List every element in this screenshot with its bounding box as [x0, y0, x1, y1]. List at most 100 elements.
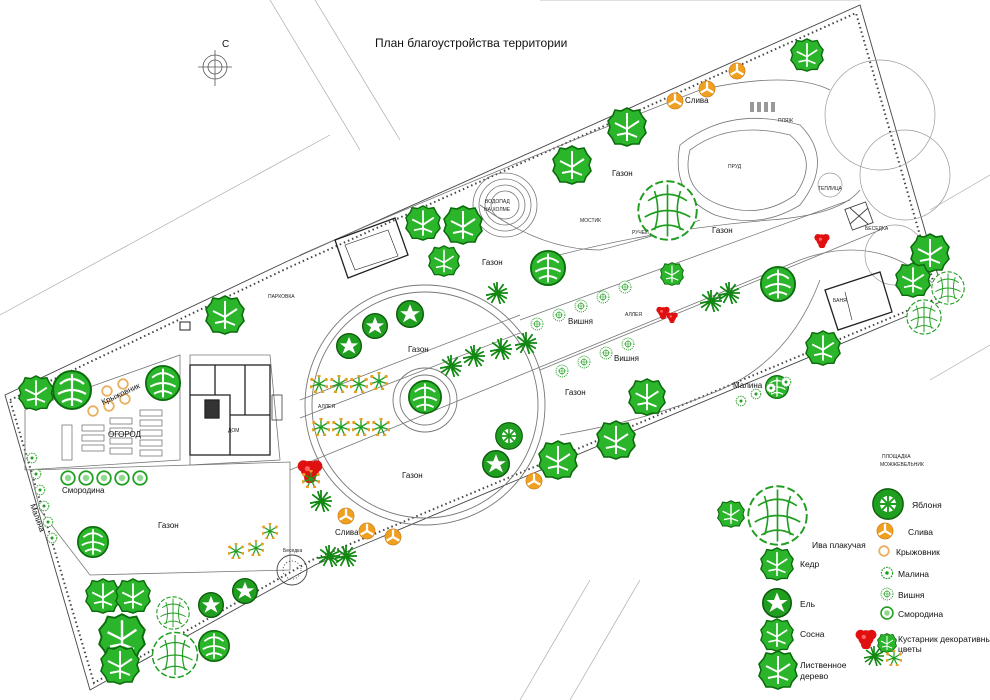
tree-icon [530, 250, 566, 286]
tree-icon [232, 578, 258, 604]
spruce-icon [762, 588, 792, 618]
parking-box [179, 321, 191, 331]
flower-bush-icon [228, 543, 244, 559]
shrub-icon [877, 633, 897, 653]
flower-icon [814, 234, 830, 248]
legend-gooseberry: Крыжовник [896, 547, 940, 557]
tree-icon [408, 380, 442, 414]
parking-label: ПАРКОВКА [268, 294, 295, 300]
tree-icon [362, 313, 388, 339]
bridge-label: МОСТИК [580, 218, 601, 224]
house-label: ДОМ [228, 428, 239, 434]
legend-pine: Сосна [800, 629, 825, 639]
apple-icon [872, 488, 904, 520]
currant-icon [60, 470, 76, 486]
tree-icon [151, 631, 199, 679]
legend: Ива плакучая Кедр Ель Сосна Лиственное д… [717, 485, 990, 690]
currant-icon [96, 470, 112, 486]
beach-label: ПЛЯЖ [778, 118, 793, 124]
pine-icon [760, 618, 794, 652]
lawn-label: Газон [402, 471, 423, 480]
tree-icon [805, 330, 841, 366]
alley-label: АЛЛЕЯ [625, 312, 642, 318]
banya-label: БАНЯ [833, 298, 847, 304]
plum-icon [337, 507, 355, 525]
garden-label: ОГОРОД [108, 430, 142, 439]
raspberry-icon [46, 532, 58, 544]
palm-icon [310, 490, 332, 512]
flower-bush-icon [352, 418, 370, 436]
tree-icon [145, 365, 181, 401]
tree-icon [428, 245, 460, 277]
legend-plum: Слива [908, 527, 933, 537]
currant-bushes [60, 470, 148, 486]
palm-icon [486, 282, 508, 304]
gazebo-square [844, 201, 874, 231]
greenhouse [334, 217, 409, 279]
cherry-icon [530, 317, 544, 331]
palm-icon [515, 332, 537, 354]
legend-currant: Смородина [898, 609, 943, 619]
cherry-icon [577, 355, 591, 369]
house [189, 364, 283, 456]
tree-icon [660, 262, 684, 286]
plum-icon [698, 80, 716, 98]
garden-beds [61, 409, 163, 461]
decorative-plants [228, 282, 740, 567]
cherry-icon [880, 587, 894, 601]
currant-icon [114, 470, 130, 486]
plum-icon [525, 472, 543, 490]
flower-icon [666, 312, 678, 323]
legend-raspberry: Малина [898, 569, 929, 579]
banya [824, 271, 893, 331]
flower-bush-icon [262, 523, 278, 539]
cherry-icon [596, 290, 610, 304]
raspberry-icon [30, 468, 42, 480]
compass-icon [198, 50, 232, 86]
plum-icon [876, 522, 894, 540]
beach-loungers [750, 102, 775, 112]
raspberry-icon [34, 484, 46, 496]
cherry-icon [574, 299, 588, 313]
tree-icon [198, 630, 230, 662]
juniper-label: МОЖЖЕВЕЛЬНИК [880, 462, 924, 468]
waterfall-label-2: НА ХОЛМЕ [484, 207, 511, 213]
cherry-icon [618, 280, 632, 294]
north-label: С [222, 39, 229, 50]
tree-icon [790, 38, 824, 72]
tree-icon [77, 526, 109, 558]
tree-icon [396, 300, 424, 328]
flower-bush-icon [248, 540, 264, 556]
gooseberry-icon [878, 545, 890, 557]
gazebo-small-label: Беседка [283, 548, 302, 554]
cherry-icon [621, 337, 635, 351]
greenhouse-label: ТЕПЛИЦА [818, 186, 843, 192]
raspberry-icon [38, 500, 50, 512]
lawn-label: Газон [408, 345, 429, 354]
currant-label: Смородина [62, 486, 105, 495]
cherry-icon [552, 308, 566, 322]
flower-bush-icon [372, 418, 390, 436]
currant-icon [880, 606, 894, 620]
plum-icon [666, 92, 684, 110]
willow-leafy-icon [717, 500, 745, 528]
flower-bush-icon [350, 375, 368, 393]
cherry-icon [555, 364, 569, 378]
legend-shrub: Кустарник декоративный, [898, 634, 990, 644]
tree-icon [596, 420, 636, 460]
legend-cedar: Кедр [800, 559, 819, 569]
cherry-icon [599, 346, 613, 360]
stream-label: РУЧЕЙ [632, 228, 649, 236]
legend-deciduous-2: дерево [800, 671, 829, 681]
cedar-icon [760, 547, 794, 581]
currant-icon [78, 470, 94, 486]
central-lawn-circle [304, 284, 546, 526]
legend-willow: Ива плакучая [812, 540, 866, 550]
tree-icon [628, 378, 666, 416]
legend-shrub-2: цветы [898, 644, 922, 654]
currant-icon [132, 470, 148, 486]
plum-icon [728, 62, 746, 80]
waterfall-label: ВОДОПАД [485, 199, 510, 205]
tree-icon [895, 262, 931, 298]
flower-bush-icon [330, 375, 348, 393]
